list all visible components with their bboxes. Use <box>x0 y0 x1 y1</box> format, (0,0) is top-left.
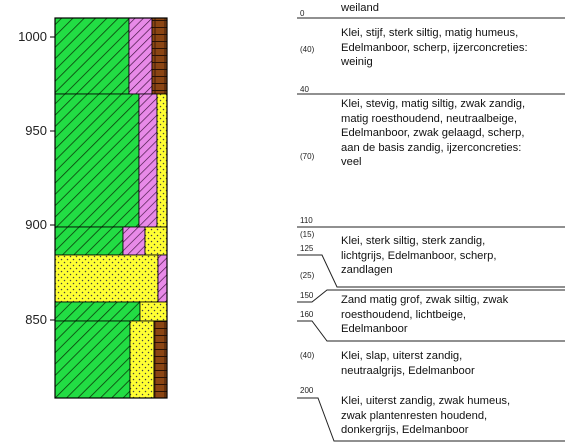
layer-description: Klei, uiterst zandig, zwak humeus, zwak … <box>341 395 511 437</box>
layer-description: Klei, slap, uiterst zandig, neutraalgrij… <box>341 350 475 377</box>
core-segment-clay <box>54 226 124 256</box>
core-segment-top <box>153 320 168 399</box>
depth-label: (40) <box>300 351 315 360</box>
core-segment-sand <box>54 254 159 303</box>
core-segment-sand <box>129 320 155 399</box>
core-segment-peat <box>122 226 146 256</box>
layer-description: Klei, stijf, sterk siltig, matig humeus,… <box>341 27 528 69</box>
depth-label: 40 <box>300 85 309 94</box>
layer-description: Klei, sterk siltig, sterk zandig, lichtg… <box>341 235 497 277</box>
depth-label: (25) <box>300 271 315 280</box>
y-axis: 1000 950 900 850 <box>18 29 55 327</box>
depth-label: 110 <box>300 216 313 225</box>
core-segment-clay <box>54 17 130 95</box>
y-tick-label: 850 <box>25 312 47 327</box>
core-segment-peat <box>138 93 158 228</box>
log-boundaries <box>297 17 565 442</box>
depth-label: 125 <box>300 244 314 253</box>
depth-label: (40) <box>300 45 315 54</box>
core-segment-sand <box>156 93 168 228</box>
depth-label: 0 <box>300 9 305 18</box>
core-segment-sand <box>139 301 168 322</box>
core-segment-clay <box>54 93 140 228</box>
core-segment-peat <box>128 17 153 95</box>
y-tick-label: 900 <box>25 217 47 232</box>
core-outline <box>54 17 168 399</box>
core-column <box>54 17 168 399</box>
depth-label: (70) <box>300 152 315 161</box>
y-tick-label: 1000 <box>18 29 47 44</box>
depth-label: 150 <box>300 291 314 300</box>
depth-label: (15) <box>300 230 315 239</box>
core-segment-top <box>151 17 168 95</box>
core-segment-clay <box>54 301 141 322</box>
y-tick-label: 950 <box>25 123 47 138</box>
core-segment-peat <box>157 254 168 303</box>
depth-label: 200 <box>300 386 314 395</box>
layer-description: Klei, stevig, matig siltig, zwak zandig,… <box>341 98 526 169</box>
core-segment-sand <box>144 226 168 256</box>
depth-label: 160 <box>300 310 314 319</box>
core-segment-clay <box>54 320 131 399</box>
layer-description: weiland <box>341 2 379 14</box>
layer-description: Zand matig grof, zwak siltig, zwak roest… <box>341 294 509 336</box>
